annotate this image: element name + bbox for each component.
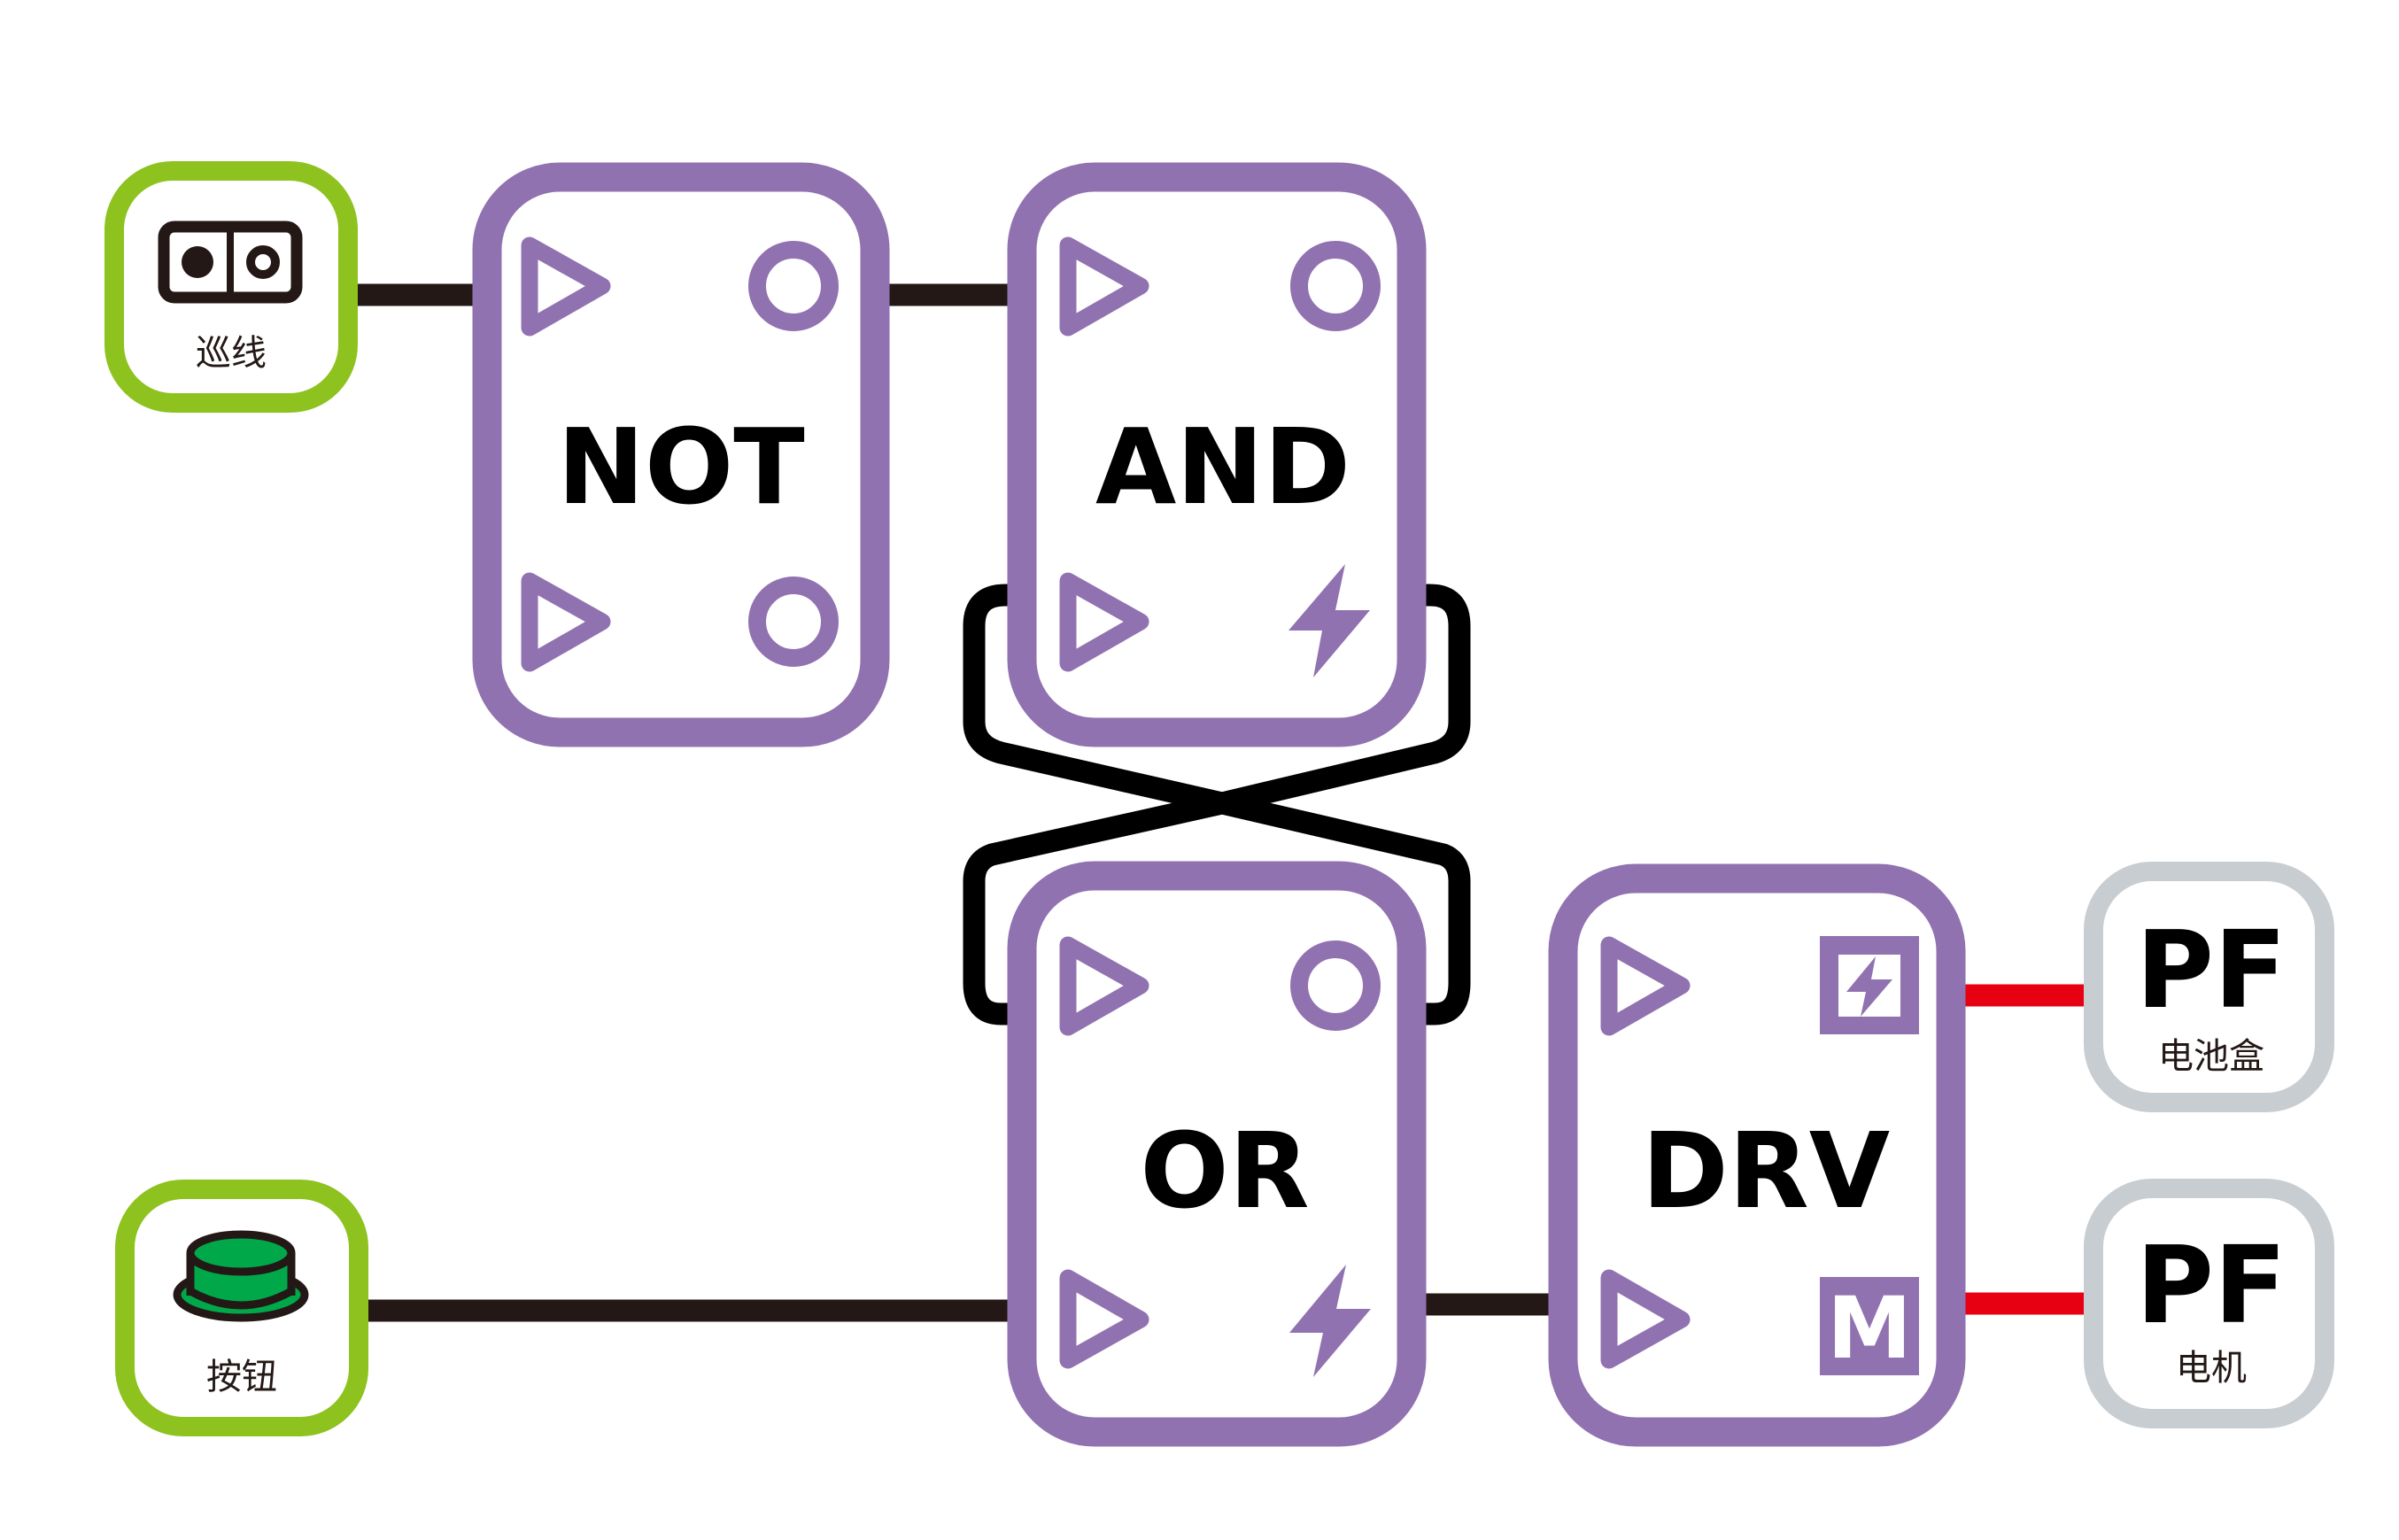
line-sensor-icon [158, 221, 303, 304]
pf-motor-block[interactable]: PF 电机 [2084, 1179, 2334, 1428]
and-power-bolt-icon[interactable] [1288, 564, 1370, 677]
pf-motor-label: PF [2136, 1225, 2287, 1348]
or-power-bolt-icon[interactable] [1289, 1265, 1371, 1377]
drv-block-label: DRV [1642, 1110, 1890, 1232]
button-block[interactable]: 按钮 [115, 1180, 368, 1436]
motor-port-frame [1820, 1277, 1919, 1375]
pf-battery-block[interactable]: PF 电池盒 [2084, 862, 2334, 1112]
or-block[interactable]: OR [1007, 861, 1427, 1447]
motor-port-label: M [1827, 1279, 1912, 1378]
drv-battery-port[interactable] [1820, 936, 1919, 1034]
push-button-icon [173, 1230, 309, 1322]
pf-motor-sublabel: 电机 [2176, 1348, 2247, 1389]
wire-loop-right-upper [963, 584, 1471, 1025]
not-output-port-2[interactable] [748, 577, 839, 667]
battery-bolt-icon [1846, 956, 1892, 1017]
and-input-port-1[interactable] [1059, 236, 1149, 337]
drv-block[interactable]: M DRV [1548, 863, 1966, 1447]
and-block-label: AND [1095, 406, 1350, 528]
pf-battery-sublabel: 电池盒 [2158, 1036, 2264, 1077]
pf-battery-border [2084, 862, 2334, 1112]
pf-battery-label: PF [2136, 909, 2287, 1033]
button-label: 按钮 [206, 1357, 277, 1397]
not-block[interactable]: NOT [472, 162, 890, 747]
drv-input-port-1[interactable] [1600, 936, 1691, 1036]
or-block-label: OR [1140, 1110, 1309, 1232]
or-input-port-2[interactable] [1059, 1269, 1149, 1369]
drv-input-port-2[interactable] [1600, 1269, 1691, 1369]
pf-motor-border [2084, 1179, 2334, 1428]
and-input-port-2[interactable] [1059, 572, 1149, 672]
not-input-port-1[interactable] [521, 236, 611, 337]
not-output-port-1[interactable] [748, 241, 839, 331]
or-output-port-1[interactable] [1290, 940, 1381, 1031]
not-input-port-2[interactable] [521, 572, 611, 672]
or-input-port-1[interactable] [1059, 936, 1149, 1036]
line-sensor-label: 巡线 [196, 333, 267, 374]
and-output-port-1[interactable] [1290, 241, 1381, 331]
wires [350, 283, 2092, 1322]
line-sensor-block[interactable]: 巡线 [104, 161, 358, 413]
drv-motor-port[interactable]: M [1820, 1277, 1919, 1378]
not-block-label: NOT [557, 406, 805, 528]
and-block[interactable]: AND [1007, 162, 1427, 747]
